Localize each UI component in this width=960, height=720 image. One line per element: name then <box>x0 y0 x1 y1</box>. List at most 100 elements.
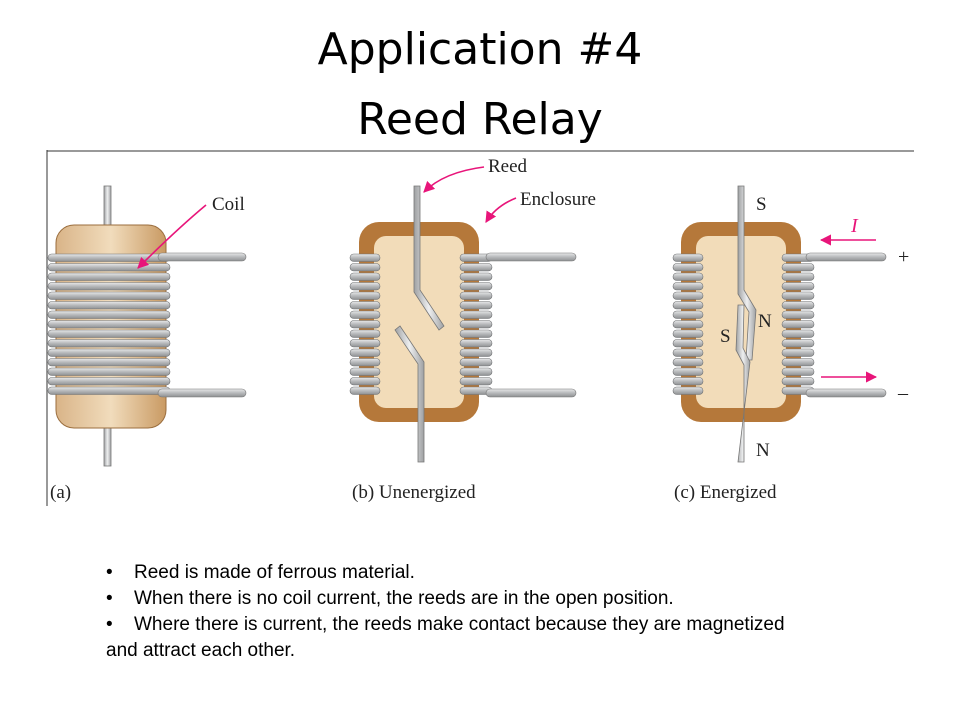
coil-winding <box>459 310 493 319</box>
minus-terminal-label: – <box>897 382 909 404</box>
coil-winding <box>672 329 704 338</box>
coil-winding <box>349 272 381 281</box>
coil-winding <box>672 301 704 310</box>
coil-winding <box>459 263 493 272</box>
coil-winding <box>672 377 704 386</box>
coil-winding <box>47 386 171 395</box>
coil-winding <box>781 339 815 348</box>
coil-winding <box>349 377 381 386</box>
coil-winding <box>47 348 171 357</box>
coil-winding <box>459 339 493 348</box>
coil-winding <box>672 282 704 291</box>
coil-winding <box>781 320 815 329</box>
reed-relay-diagram: Coil Reed Enclosure I + – S N S N (a) (b… <box>46 150 914 506</box>
coil-winding <box>459 301 493 310</box>
lower-reed-energized <box>735 304 751 463</box>
panel-b-unenergized <box>349 185 493 463</box>
lower-reed <box>394 325 425 463</box>
coil-winding <box>349 263 381 272</box>
coil-winding <box>349 386 381 395</box>
bullet-text: When there is no coil current, the reeds… <box>134 588 674 609</box>
coil-winding <box>47 282 171 291</box>
coil-winding <box>349 339 381 348</box>
caption-c: (c) Energized <box>674 482 777 503</box>
coil-winding <box>47 377 171 386</box>
coil-winding <box>47 320 171 329</box>
coil-leads <box>157 252 887 398</box>
coil-winding <box>672 253 704 262</box>
upper-reed-energized <box>737 185 757 361</box>
bullet-item-1: • Reed is made of ferrous material. <box>106 560 956 586</box>
coil-winding <box>781 272 815 281</box>
pole-n-bottom: N <box>756 440 770 461</box>
coil-winding <box>672 320 704 329</box>
coil-winding <box>781 348 815 357</box>
coil-winding <box>47 367 171 376</box>
coil-winding <box>349 348 381 357</box>
coil-winding <box>672 272 704 281</box>
coil-winding <box>459 320 493 329</box>
panel-a-coil <box>47 185 171 467</box>
coil-winding <box>349 291 381 300</box>
bullet-marker: • <box>106 614 113 635</box>
pole-s-mid: S <box>720 326 731 347</box>
pole-s-top: S <box>756 194 767 215</box>
reed-label: Reed <box>488 156 528 177</box>
coil-winding <box>781 377 815 386</box>
coil-winding <box>459 272 493 281</box>
coil-winding <box>672 367 704 376</box>
bullet-list: • Reed is made of ferrous material. • Wh… <box>106 560 956 664</box>
coil-winding <box>781 358 815 367</box>
coil-winding <box>672 358 704 367</box>
bullet-item-2: • When there is no coil current, the ree… <box>106 586 956 612</box>
page-title-line-1: Application #4 <box>317 24 643 75</box>
coil-winding <box>349 253 381 262</box>
coil-winding <box>459 291 493 300</box>
coil-winding <box>349 320 381 329</box>
coil-winding <box>47 329 171 338</box>
plus-terminal-label: + <box>898 246 909 268</box>
coil-winding <box>781 291 815 300</box>
coil-winding <box>781 367 815 376</box>
coil-winding <box>781 263 815 272</box>
bullet-text: Where there is current, the reeds make c… <box>134 614 785 635</box>
coil-winding <box>349 282 381 291</box>
coil-winding <box>459 348 493 357</box>
coil-winding <box>349 358 381 367</box>
bullet-item-3: • Where there is current, the reeds make… <box>106 612 956 638</box>
coil-winding <box>672 291 704 300</box>
coil-winding <box>349 329 381 338</box>
coil-winding <box>47 339 171 348</box>
coil-winding <box>459 329 493 338</box>
coil-winding <box>459 367 493 376</box>
enclosure-label: Enclosure <box>520 189 596 210</box>
coil-winding <box>47 301 171 310</box>
coil-winding <box>672 263 704 272</box>
coil-winding <box>459 358 493 367</box>
upper-reed <box>413 185 445 331</box>
pole-n-mid: N <box>758 311 772 332</box>
coil-winding <box>47 272 171 281</box>
annotation-arrows <box>137 166 878 383</box>
coil-winding <box>672 348 704 357</box>
coil-winding <box>47 358 171 367</box>
bullet-marker: • <box>106 588 113 609</box>
coil-winding <box>459 282 493 291</box>
bullet-continuation: and attract each other. <box>106 640 296 661</box>
bullet-text: Reed is made of ferrous material. <box>134 562 415 583</box>
coil-winding <box>349 301 381 310</box>
coil-winding <box>781 282 815 291</box>
coil-winding <box>672 339 704 348</box>
current-label: I <box>850 215 859 237</box>
coil-winding <box>672 310 704 319</box>
page-title-line-2: Reed Relay <box>357 94 603 145</box>
panel-c-energized <box>672 185 815 463</box>
bullet-marker: • <box>106 562 113 583</box>
coil-winding <box>47 263 171 272</box>
coil-winding <box>349 310 381 319</box>
coil-winding <box>781 310 815 319</box>
coil-winding <box>459 377 493 386</box>
coil-label: Coil <box>212 194 245 215</box>
caption-a: (a) <box>50 482 71 503</box>
coil-winding <box>349 367 381 376</box>
